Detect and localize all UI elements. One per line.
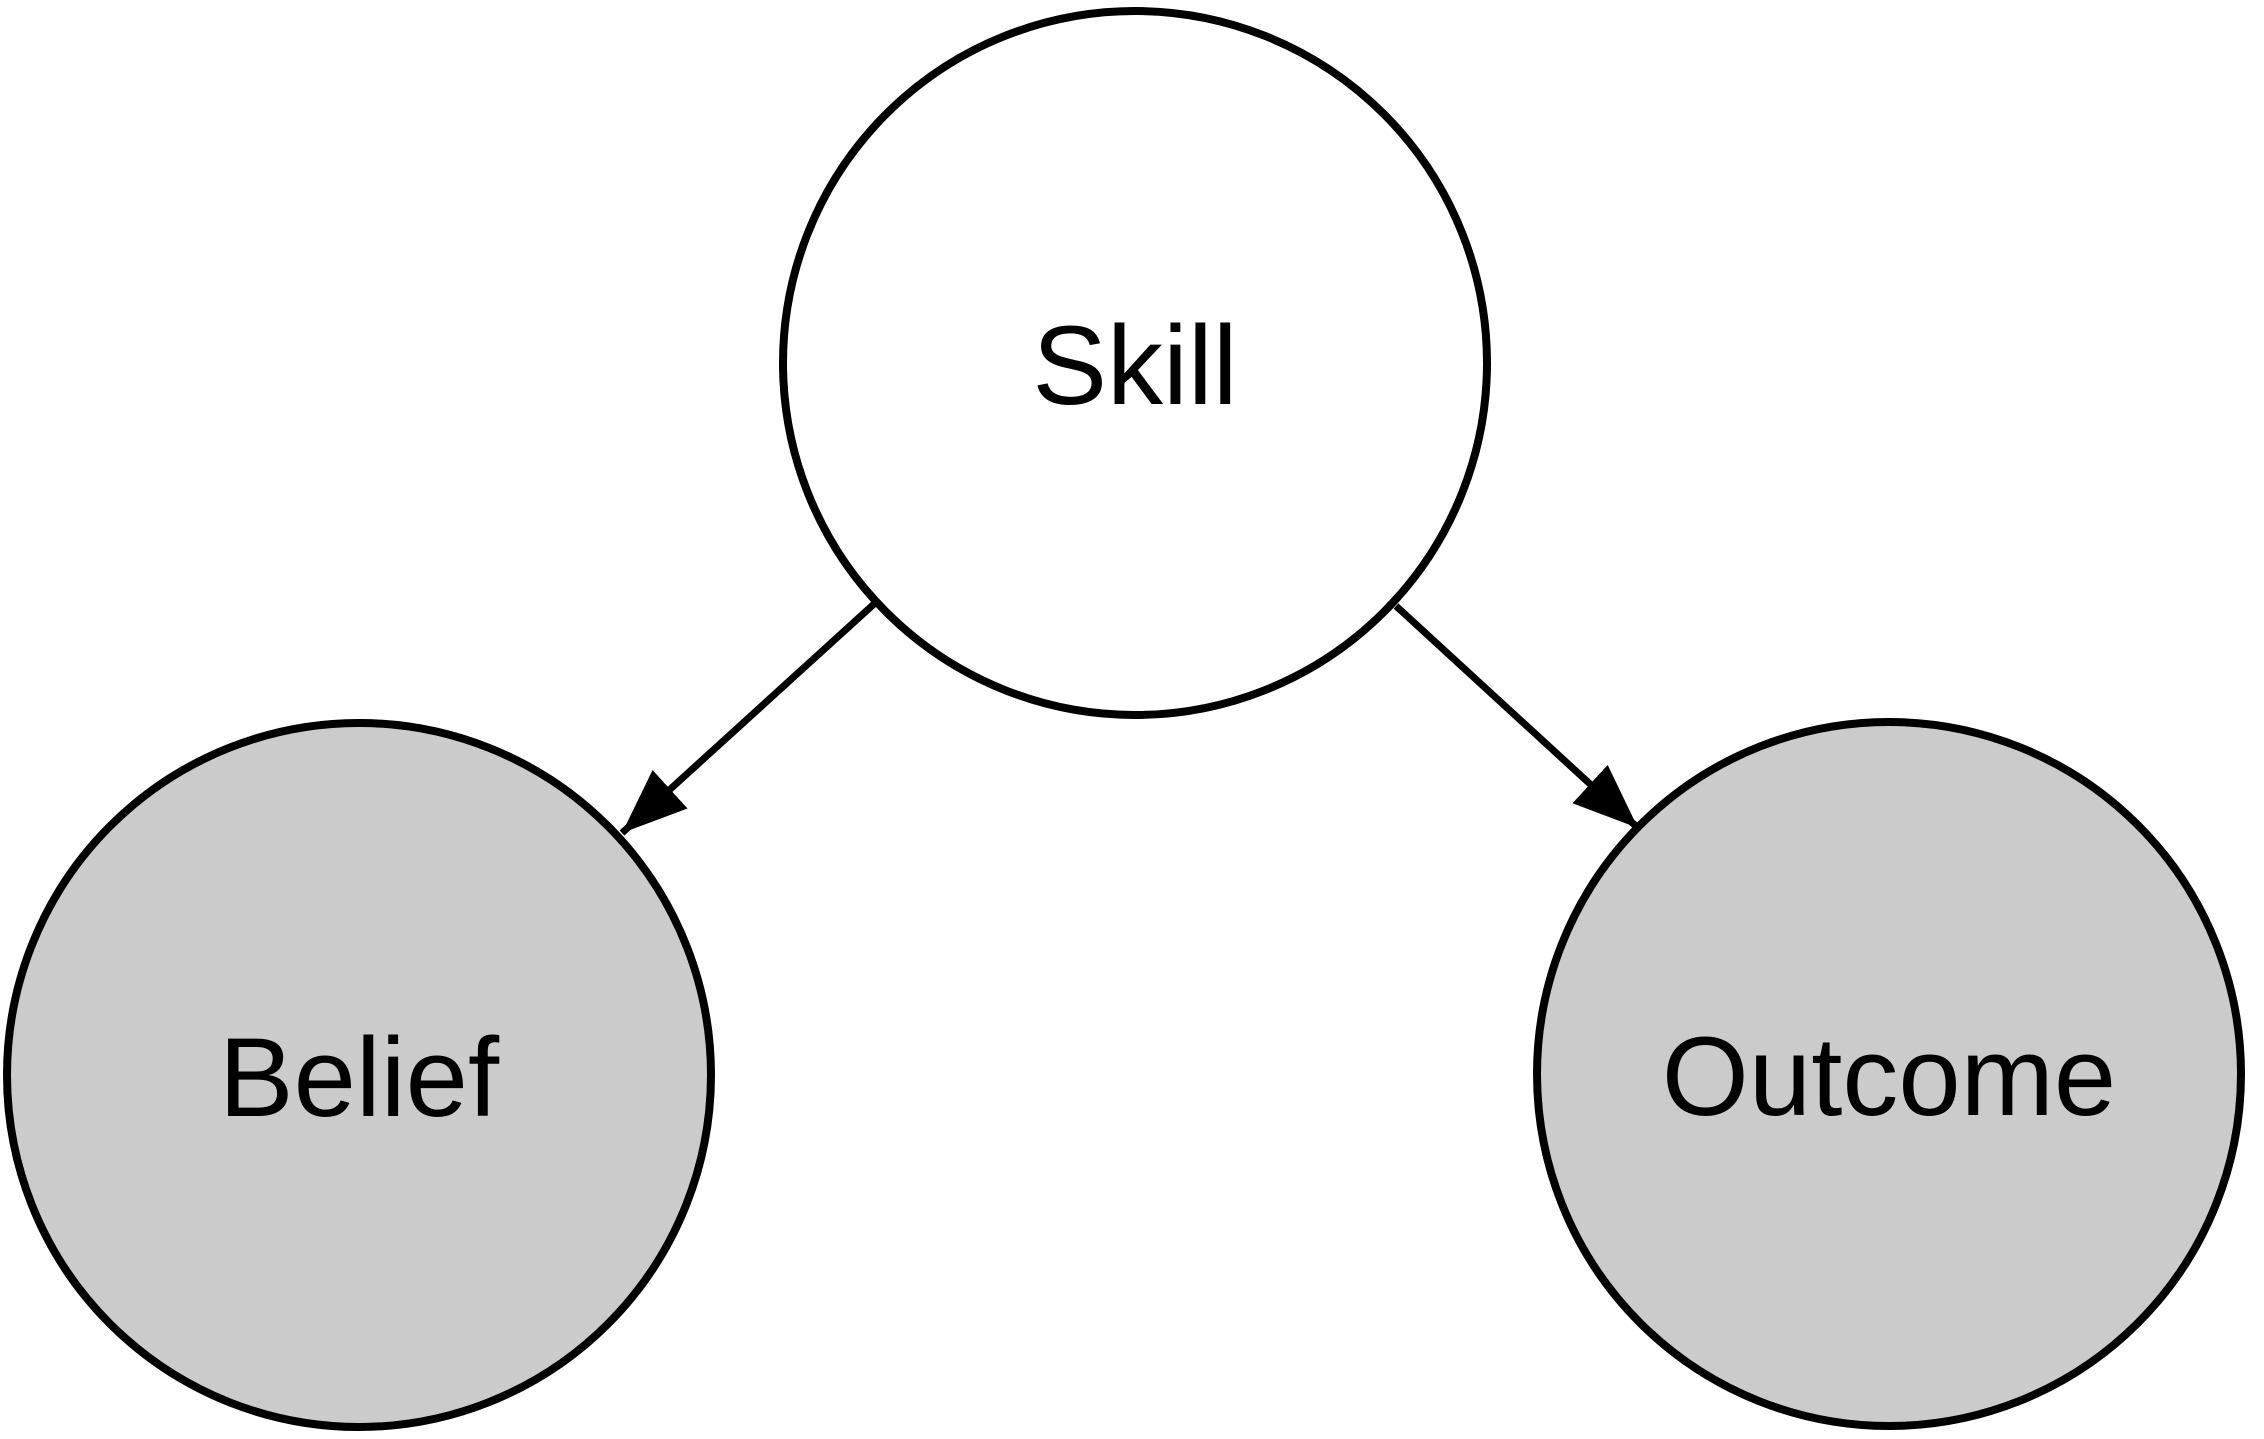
edge-skill-outcome xyxy=(1393,603,1641,831)
node-belief xyxy=(3,719,715,1431)
node-outcome xyxy=(1533,718,2245,1430)
node-belief-label: Belief xyxy=(219,1015,500,1140)
node-outcome-label: Outcome xyxy=(1662,1014,2116,1139)
node-skill-label: Skill xyxy=(1032,303,1237,428)
edge-skill-belief xyxy=(619,601,877,836)
node-skill xyxy=(779,7,1491,719)
